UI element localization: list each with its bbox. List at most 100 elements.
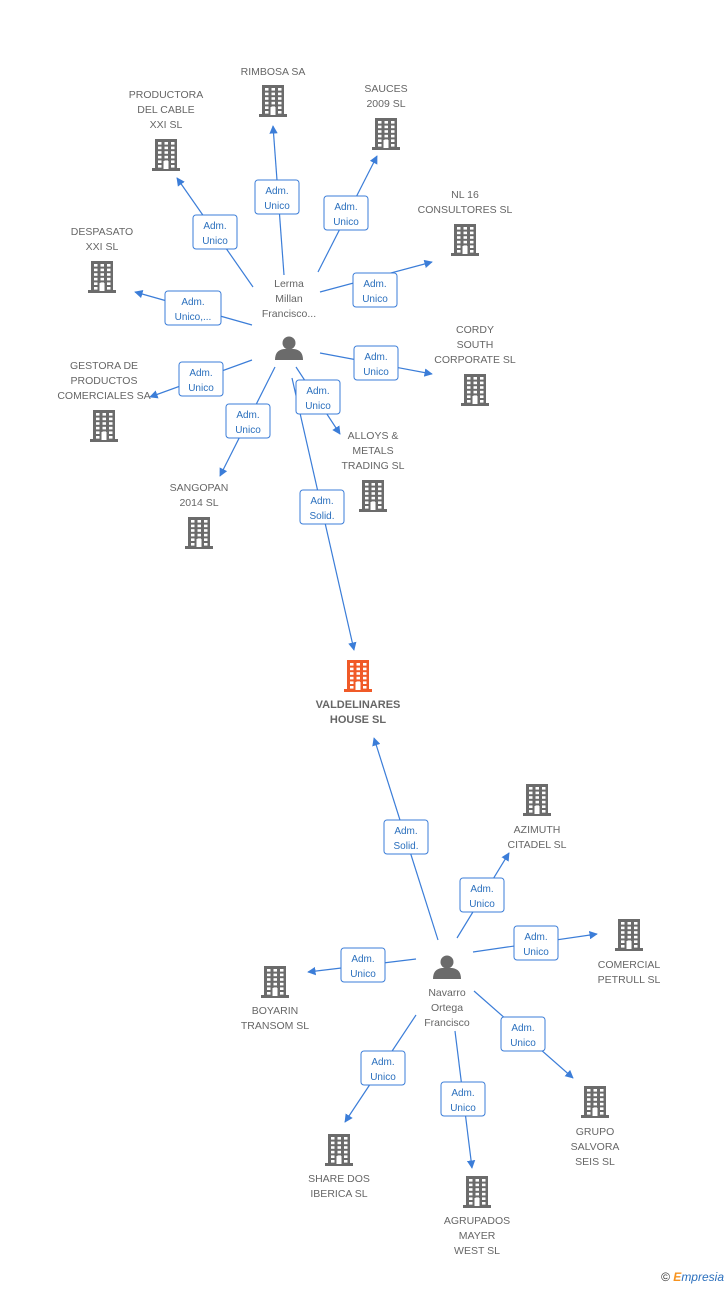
building-icon <box>372 118 400 150</box>
node-label: SANGOPAN <box>170 482 229 494</box>
edge-label-text: Adm. <box>334 202 357 213</box>
edge-label-main[interactable]: Adm. Solid. <box>299 489 345 525</box>
edge-label-text: Adm. <box>310 496 333 507</box>
person-icon <box>275 336 303 360</box>
node-label: CONSULTORES SL <box>418 204 513 216</box>
edge-label-sangopan[interactable]: Adm. Unico <box>225 403 271 439</box>
edge-label-text: Unico,... <box>175 312 212 323</box>
node-label: COMERCIALES SA <box>57 390 150 402</box>
node-label: Francisco... <box>262 308 316 320</box>
node-label: GESTORA DE <box>70 360 138 372</box>
node-label: DEL CABLE <box>137 104 194 116</box>
node-gestora[interactable]: GESTORA DE PRODUCTOS COMERCIALES SA <box>57 360 151 442</box>
node-label: Ortega <box>431 1002 463 1014</box>
edge-label-text: Adm. <box>470 884 493 895</box>
building-icon <box>259 85 287 117</box>
node-alloys[interactable]: ALLOYS & METALS TRADING SL <box>341 430 405 512</box>
edge-label-main[interactable]: Adm.Solid. <box>383 819 429 855</box>
edge-label-boyarin[interactable]: Adm. Unico <box>340 947 386 983</box>
edge-label-text: Unico <box>202 236 228 247</box>
node-label: IBERICA SL <box>310 1188 367 1200</box>
edge-label-rimbosa[interactable]: Adm. Unico <box>254 179 300 215</box>
edge-label-grupo[interactable]: Adm.Unico <box>500 1016 546 1052</box>
node-label: SALVORA <box>571 1141 620 1153</box>
building-icon <box>90 410 118 442</box>
node-label: ALLOYS & <box>348 430 399 442</box>
edge-label-despasato[interactable]: Adm.Unico,... <box>164 290 222 326</box>
edge-label-text: Adm. <box>371 1057 394 1068</box>
node-label: PRODUCTORA <box>129 89 203 101</box>
edge-label-text: Adm. <box>203 221 226 232</box>
edge-label-text: Adm. <box>364 352 387 363</box>
building-icon <box>325 1134 353 1166</box>
node-label: Millan <box>275 293 303 305</box>
edge-label-sauces[interactable]: Adm. Unico <box>323 195 369 231</box>
node-label: GRUPO <box>576 1126 615 1138</box>
node-label: TRADING SL <box>341 460 404 472</box>
edge-label-alloys[interactable]: Adm.Unico <box>295 379 341 415</box>
edge-label-text: Adm. <box>524 932 547 943</box>
node-label: DESPASATO <box>71 226 133 238</box>
node-label: AGRUPADOS <box>444 1215 510 1227</box>
edge-label-text: Unico <box>350 969 376 980</box>
edge-label-text: Unico <box>188 383 214 394</box>
edge-label-text: Unico <box>264 201 290 212</box>
brand-footer[interactable]: © Empresia <box>661 1270 724 1284</box>
node-label: CORPORATE SL <box>434 354 516 366</box>
node-label: Lerma <box>274 278 304 290</box>
edge-label-cordy[interactable]: Adm.Unico <box>353 345 399 381</box>
edge-label-text: Adm. <box>306 386 329 397</box>
edge-label-text: Unico <box>333 217 359 228</box>
building-icon <box>185 517 213 549</box>
edge-label-text: Adm. <box>394 826 417 837</box>
building-icon <box>581 1086 609 1118</box>
node-share[interactable]: SHARE DOS IBERICA SL <box>308 1134 370 1200</box>
edge-label-share[interactable]: Adm.Unico <box>360 1050 406 1086</box>
building-icon <box>344 660 372 692</box>
edge-label-agrupados[interactable]: Adm.Unico <box>440 1081 486 1117</box>
building-icon <box>451 224 479 256</box>
person-icon <box>433 955 461 979</box>
node-label: METALS <box>352 445 393 457</box>
edge-label-text: Solid. <box>309 511 334 522</box>
node-label: AZIMUTH <box>514 824 561 836</box>
node-label: VALDELINARES <box>316 699 401 711</box>
edge-label-text: Unico <box>362 294 388 305</box>
building-icon <box>615 919 643 951</box>
brand-logo-initial: E <box>673 1270 682 1284</box>
edge-label-azimuth[interactable]: Adm.Unico <box>459 877 505 913</box>
edge-label-gestora[interactable]: Adm.Unico <box>178 361 224 397</box>
edge-label-productora[interactable]: Adm. Unico <box>192 214 238 250</box>
edge-label-text: Adm. <box>511 1023 534 1034</box>
node-label: Francisco <box>424 1017 470 1029</box>
node-label: SAUCES <box>364 83 407 95</box>
building-icon <box>461 374 489 406</box>
node-rimbosa[interactable]: RIMBOSA SA <box>241 66 306 117</box>
edge-label-text: Adm. <box>265 186 288 197</box>
node-label: COMERCIAL <box>598 959 661 971</box>
node-label: SHARE DOS <box>308 1173 370 1185</box>
node-p1[interactable]: LermaMillanFrancisco... <box>262 278 316 360</box>
edge-label-text: Unico <box>235 425 261 436</box>
edge-label-text: Adm. <box>236 410 259 421</box>
building-icon <box>152 139 180 171</box>
edge-label-comercial[interactable]: Adm.Unico <box>513 925 559 961</box>
edge-label-text: Adm. <box>351 954 374 965</box>
edge-label-nl16[interactable]: Adm.Unico <box>352 272 398 308</box>
node-label: PRODUCTOS <box>71 375 138 387</box>
building-icon <box>523 784 551 816</box>
